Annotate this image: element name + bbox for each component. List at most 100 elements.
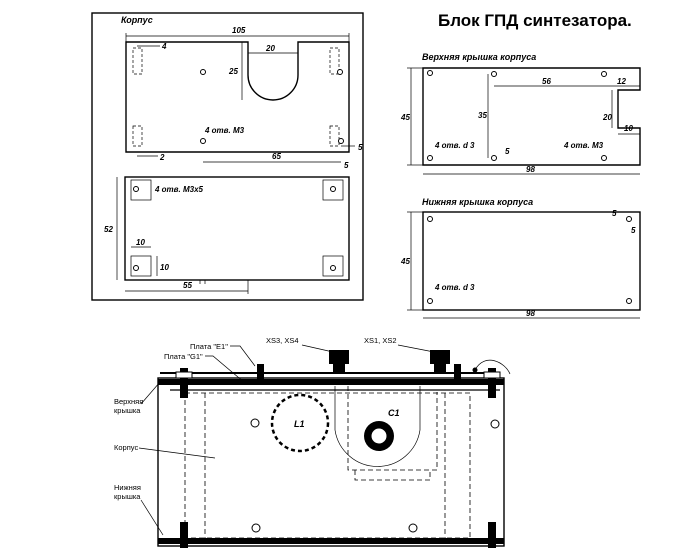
leader-e1	[230, 345, 256, 367]
callout-xs1-xs2: XS1, XS2	[364, 336, 397, 345]
leader-g1	[205, 355, 246, 384]
cover-hole	[601, 155, 607, 161]
assembly-top-cover	[158, 379, 504, 385]
dim-notch-depth: 10	[624, 124, 633, 133]
housing-label: Корпус	[121, 15, 153, 25]
flange-bottom-right	[329, 125, 340, 147]
dim-right-gap: 5	[358, 143, 363, 152]
assembly-bottom-cover	[158, 538, 504, 544]
housing-hole	[251, 523, 261, 533]
callout-top-cover-line1: Верхняя	[114, 397, 143, 406]
inner-frame	[184, 392, 471, 539]
capacitor-label: C1	[388, 408, 400, 418]
drawing-title: Блок ГПД синтезатора.	[438, 11, 632, 30]
assembly-view: C1 L1 Плата "Е1" Плат	[114, 336, 511, 548]
corner-tab	[322, 179, 344, 201]
flange-bottom-left	[132, 125, 143, 147]
top-holes-d3: 4 отв. d 3	[434, 141, 475, 150]
housing-hole	[338, 138, 344, 144]
dim-off-y: 5	[631, 226, 636, 235]
leader-xs34	[301, 344, 334, 353]
housing-hole	[250, 418, 260, 428]
wire	[474, 359, 511, 375]
bottom-cover-panel: Нижняя крышка корпуса 45 98 5 5 4 отв. d…	[400, 197, 641, 319]
dim-notch-height: 20	[602, 113, 612, 122]
dim-tab-height: 10	[160, 263, 169, 272]
callout-xs3-xs4: XS3, XS4	[266, 336, 299, 345]
cover-hole	[427, 70, 433, 76]
dim-tab-width: 10	[136, 238, 145, 247]
housing-hole	[337, 69, 343, 75]
dim-bottom-offset: 2	[159, 153, 165, 162]
cover-hole	[427, 155, 433, 161]
bottom-cover-outline	[422, 211, 641, 311]
cover-hole	[491, 71, 497, 77]
cover-hole	[427, 216, 433, 222]
dim-bottom-height: 52	[104, 225, 113, 234]
top-cover-label: Верхняя крышка корпуса	[422, 52, 536, 62]
capacitor-shadow	[347, 386, 438, 471]
housing-hole	[330, 265, 336, 271]
housing-outline	[125, 41, 350, 153]
dim-gap-5: 5	[505, 147, 510, 156]
screw	[180, 522, 188, 548]
housing-bottom-view: 4 отв. М3х5 52 10 10 55	[104, 176, 350, 294]
dim-left-tab: 4	[161, 42, 167, 51]
dim-off-x: 5	[612, 209, 617, 218]
nut	[175, 371, 193, 379]
leader-xs12	[397, 344, 435, 353]
housing-hole	[200, 69, 206, 75]
connector-xs1-xs2	[430, 350, 450, 364]
callout-top-cover-line2: крышка	[114, 406, 141, 415]
leader-bottom-cover	[140, 499, 164, 536]
housing-hole	[408, 523, 418, 533]
callout-bottom-cover-line1: Нижняя	[114, 483, 141, 492]
callout-board-e1: Плата "Е1"	[190, 342, 228, 351]
dim-cover-width: 98	[526, 165, 535, 174]
capacitor-cavity	[334, 386, 421, 467]
screw	[454, 364, 461, 380]
housing-hole	[133, 186, 139, 192]
callout-housing: Корпус	[114, 443, 138, 452]
dim-width: 105	[232, 26, 246, 35]
inductor-label: L1	[294, 419, 305, 429]
housing-hole	[330, 186, 336, 192]
flange-top-right	[329, 47, 340, 75]
flange-top-left	[132, 47, 143, 75]
connector-xs3-xs4	[329, 350, 349, 364]
assembly-housing	[157, 377, 505, 547]
cover-hole	[626, 216, 632, 222]
corner-tab	[130, 255, 152, 277]
callout-board-g1: Плата "G1"	[164, 352, 203, 361]
capacitor-shaft	[370, 427, 388, 445]
top-cover-panel: Верхняя крышка корпуса 45 98 56 12 35 20…	[400, 52, 641, 175]
dim-span-56: 56	[542, 77, 551, 86]
dim-bottom-cover-width: 98	[526, 309, 535, 318]
connector-pin	[333, 364, 345, 372]
dim-bottom-cover-height: 45	[400, 257, 410, 266]
cover-hole	[626, 298, 632, 304]
housing-top-view: 105 20 25 4 2 4 отв. М3 65 5 5	[125, 26, 363, 170]
housing-holes-note: 4 отв. М3	[204, 126, 245, 135]
corner-tab	[322, 255, 344, 277]
dim-right-offset: 5	[344, 161, 349, 170]
bottom-cover-label: Нижняя крышка корпуса	[422, 197, 533, 207]
housing-frame	[91, 12, 364, 301]
dim-hole-span: 65	[272, 152, 281, 161]
bottom-holes-d3: 4 отв. d 3	[434, 283, 475, 292]
cover-hole	[427, 298, 433, 304]
wire-end	[472, 367, 478, 373]
screw	[488, 368, 496, 398]
capacitor-base	[354, 470, 431, 481]
inductor-l1	[270, 393, 330, 453]
connector-pin	[434, 364, 446, 372]
bottom-holes-note: 4 отв. М3х5	[154, 185, 204, 194]
callout-bottom-cover-line2: крышка	[114, 492, 141, 501]
screw	[257, 364, 264, 380]
leader-top-cover	[140, 381, 161, 405]
housing-hole	[133, 265, 139, 271]
housing-hole	[490, 419, 500, 429]
screw	[488, 522, 496, 548]
housing-panel: Корпус 105 20 25	[91, 12, 364, 301]
